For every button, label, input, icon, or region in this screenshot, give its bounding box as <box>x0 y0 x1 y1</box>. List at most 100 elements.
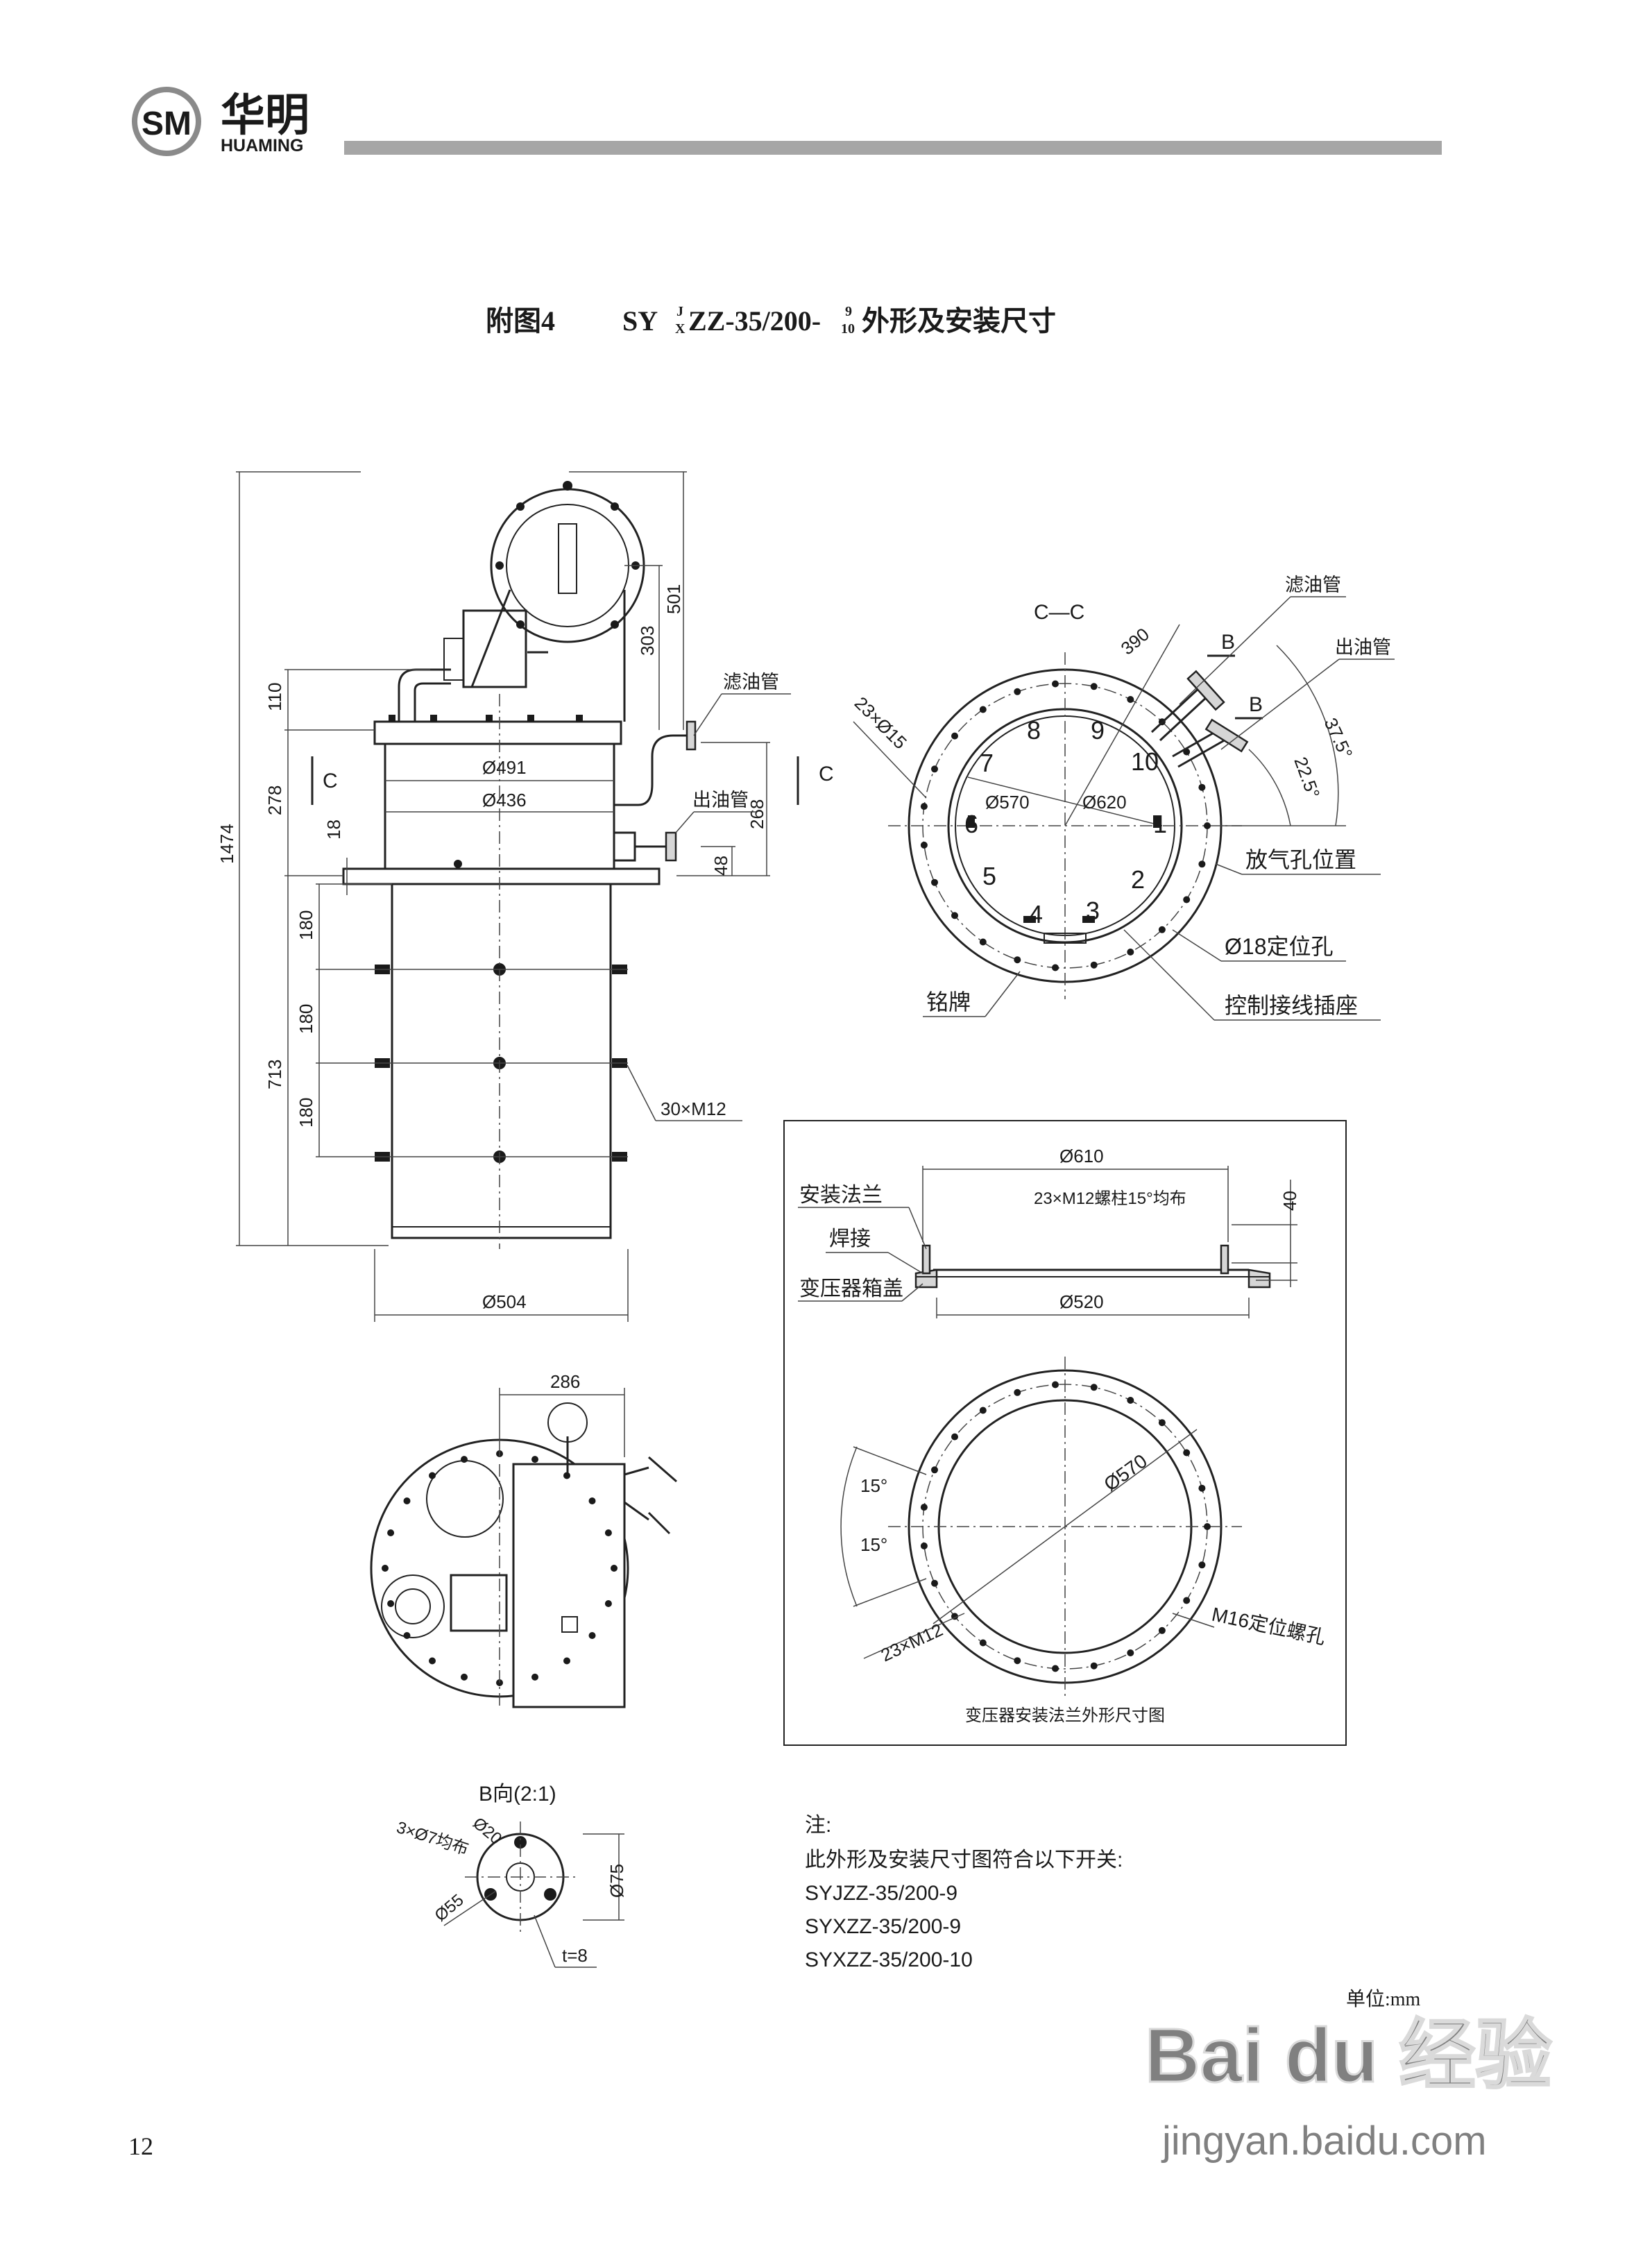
title-stack-top-1: J <box>676 304 683 319</box>
bolt-hole <box>1158 926 1166 933</box>
section-mark-right: C <box>819 763 834 785</box>
bolt-hole <box>979 938 987 946</box>
figure-title: 附图4 SY J X ZZ-35/200- 9 10 外形及安装尺寸 <box>486 304 1056 337</box>
top-view: 286 <box>370 1371 677 1708</box>
cc-callout-nameplate: 铭牌 <box>926 990 971 1014</box>
bolt-hole <box>1014 688 1021 695</box>
title-model-a: SY <box>622 305 658 337</box>
top-view-head <box>512 1463 626 1708</box>
bolt-hole <box>931 878 938 886</box>
dim-501: 501 <box>663 584 684 614</box>
watermark: Bai du 经验 jingyan.baidu.com <box>1144 2012 1553 2164</box>
b-dim-t8: t=8 <box>562 1945 588 1966</box>
bolt-hole <box>1198 783 1206 791</box>
view-mark-b2: B <box>1249 693 1263 716</box>
bolt-hole <box>1158 1419 1166 1427</box>
drive-housing-circle <box>490 488 645 643</box>
cc-callout-outlet-pipe: 出油管 <box>1335 637 1391 658</box>
dia-436: Ø436 <box>482 790 527 810</box>
callout-tank-cover: 变压器箱盖 <box>799 1277 903 1300</box>
header-rule <box>344 141 1442 155</box>
b-dim-O20: Ø20 <box>469 1814 505 1849</box>
bolt-hole <box>1127 1649 1134 1656</box>
bolt-hole <box>588 1632 596 1639</box>
dim-40: 40 <box>1279 1191 1300 1211</box>
outlet-pipe-flange-cc <box>1204 718 1249 753</box>
bolt-hole <box>1198 1484 1206 1492</box>
callout-mount-flange: 安装法兰 <box>799 1184 883 1207</box>
bolt-hole <box>429 1657 436 1665</box>
angle-37-5: 37.5° <box>1320 715 1357 762</box>
logo-ring-icon <box>132 87 201 156</box>
nameplate <box>1044 933 1087 944</box>
bolt-hole <box>1127 949 1134 956</box>
bolt-note: 23×M12螺柱15°均布 <box>1034 1189 1186 1208</box>
dia-520: Ø520 <box>1059 1291 1104 1312</box>
bolt-hole <box>920 803 928 810</box>
bolt-hole <box>920 1542 928 1549</box>
title-model-b: ZZ-35/200- <box>688 305 821 337</box>
cc-callout-locating-hole: Ø18定位孔 <box>1225 934 1334 959</box>
dim-48: 48 <box>710 856 731 876</box>
bolt-hole <box>1090 683 1098 690</box>
bolt-hole <box>1014 1388 1021 1396</box>
bolt-hole <box>1052 680 1059 688</box>
bolt-hole <box>979 1639 987 1647</box>
bolt-hole <box>1198 860 1206 868</box>
dim-303: 303 <box>637 626 658 656</box>
bolt-hole <box>461 1673 468 1681</box>
position-2: 2 <box>1131 865 1145 894</box>
dim-278: 278 <box>264 785 285 815</box>
bolt-hole <box>1014 1657 1021 1665</box>
dia-570-plan: Ø570 <box>1100 1450 1151 1495</box>
callout-weld: 焊接 <box>829 1228 871 1250</box>
title-prefix: 附图4 <box>486 305 555 337</box>
dim-180-a: 180 <box>296 910 316 940</box>
bolt-hole <box>1014 956 1021 964</box>
title-suffix: 外形及安装尺寸 <box>862 305 1056 337</box>
head-cover <box>373 720 622 745</box>
bolt-hole <box>1198 1561 1206 1569</box>
flange-plan-holes <box>920 1381 1211 1672</box>
oil-filter-pipe-flange-cc <box>1186 670 1225 711</box>
bolt-hole <box>1127 1397 1134 1404</box>
bolt-hole <box>1204 1523 1211 1530</box>
unit-label: 单位:mm <box>1346 1988 1421 2010</box>
position-8: 8 <box>1027 716 1041 745</box>
notes-model-2: SYXZZ-35/200-9 <box>805 1915 961 1938</box>
flange-box-caption: 变压器安装法兰外形尺寸图 <box>965 1706 1165 1725</box>
bolt-hole <box>563 1657 570 1665</box>
bolt-hole <box>403 1632 411 1639</box>
b-dim-O75: Ø75 <box>606 1864 627 1898</box>
bolt-hole <box>429 1472 436 1479</box>
bolt-hole <box>1052 1665 1059 1672</box>
bolt-hole <box>403 1497 411 1504</box>
view-mark-b1: B <box>1221 631 1235 654</box>
position-10: 10 <box>1131 747 1159 776</box>
logo-en: HUAMING <box>221 136 303 155</box>
bolt-hole <box>1183 896 1191 903</box>
notes-line1: 此外形及安装尺寸图符合以下开关: <box>805 1849 1123 1871</box>
bolt-hole <box>531 1456 538 1463</box>
bolt-hole <box>531 1673 538 1681</box>
cc-callout-oil-filter-pipe: 滤油管 <box>1285 575 1341 595</box>
oil-compartment <box>391 883 612 1239</box>
watermark-brand: Bai du 经验 <box>1145 2013 1552 2098</box>
callout-m16: M16定位螺孔 <box>1210 1604 1327 1649</box>
bolt-hole <box>951 1433 958 1441</box>
position-9: 9 <box>1091 716 1105 745</box>
b-view-title: B向(2:1) <box>479 1783 556 1806</box>
title-stack-bot-2: 10 <box>841 321 855 337</box>
logo-mark-icon: SM <box>142 105 191 142</box>
b-dim-holes: 3×Ø7均布 <box>394 1818 470 1859</box>
callout-bolts: 30×M12 <box>661 1098 726 1119</box>
top-view-holes <box>382 1450 618 1686</box>
brand-logo: SM 华明 HUAMING <box>132 87 309 156</box>
holes-23xO15: 23×Ø15 <box>851 693 911 753</box>
callout-outlet-pipe: 出油管 <box>692 790 749 810</box>
bolt-hole <box>931 1466 938 1474</box>
bolt-hole <box>1183 1597 1191 1604</box>
bolt-hole <box>382 1565 389 1572</box>
dim-1474: 1474 <box>216 824 237 864</box>
bolt-hole <box>604 1529 612 1536</box>
